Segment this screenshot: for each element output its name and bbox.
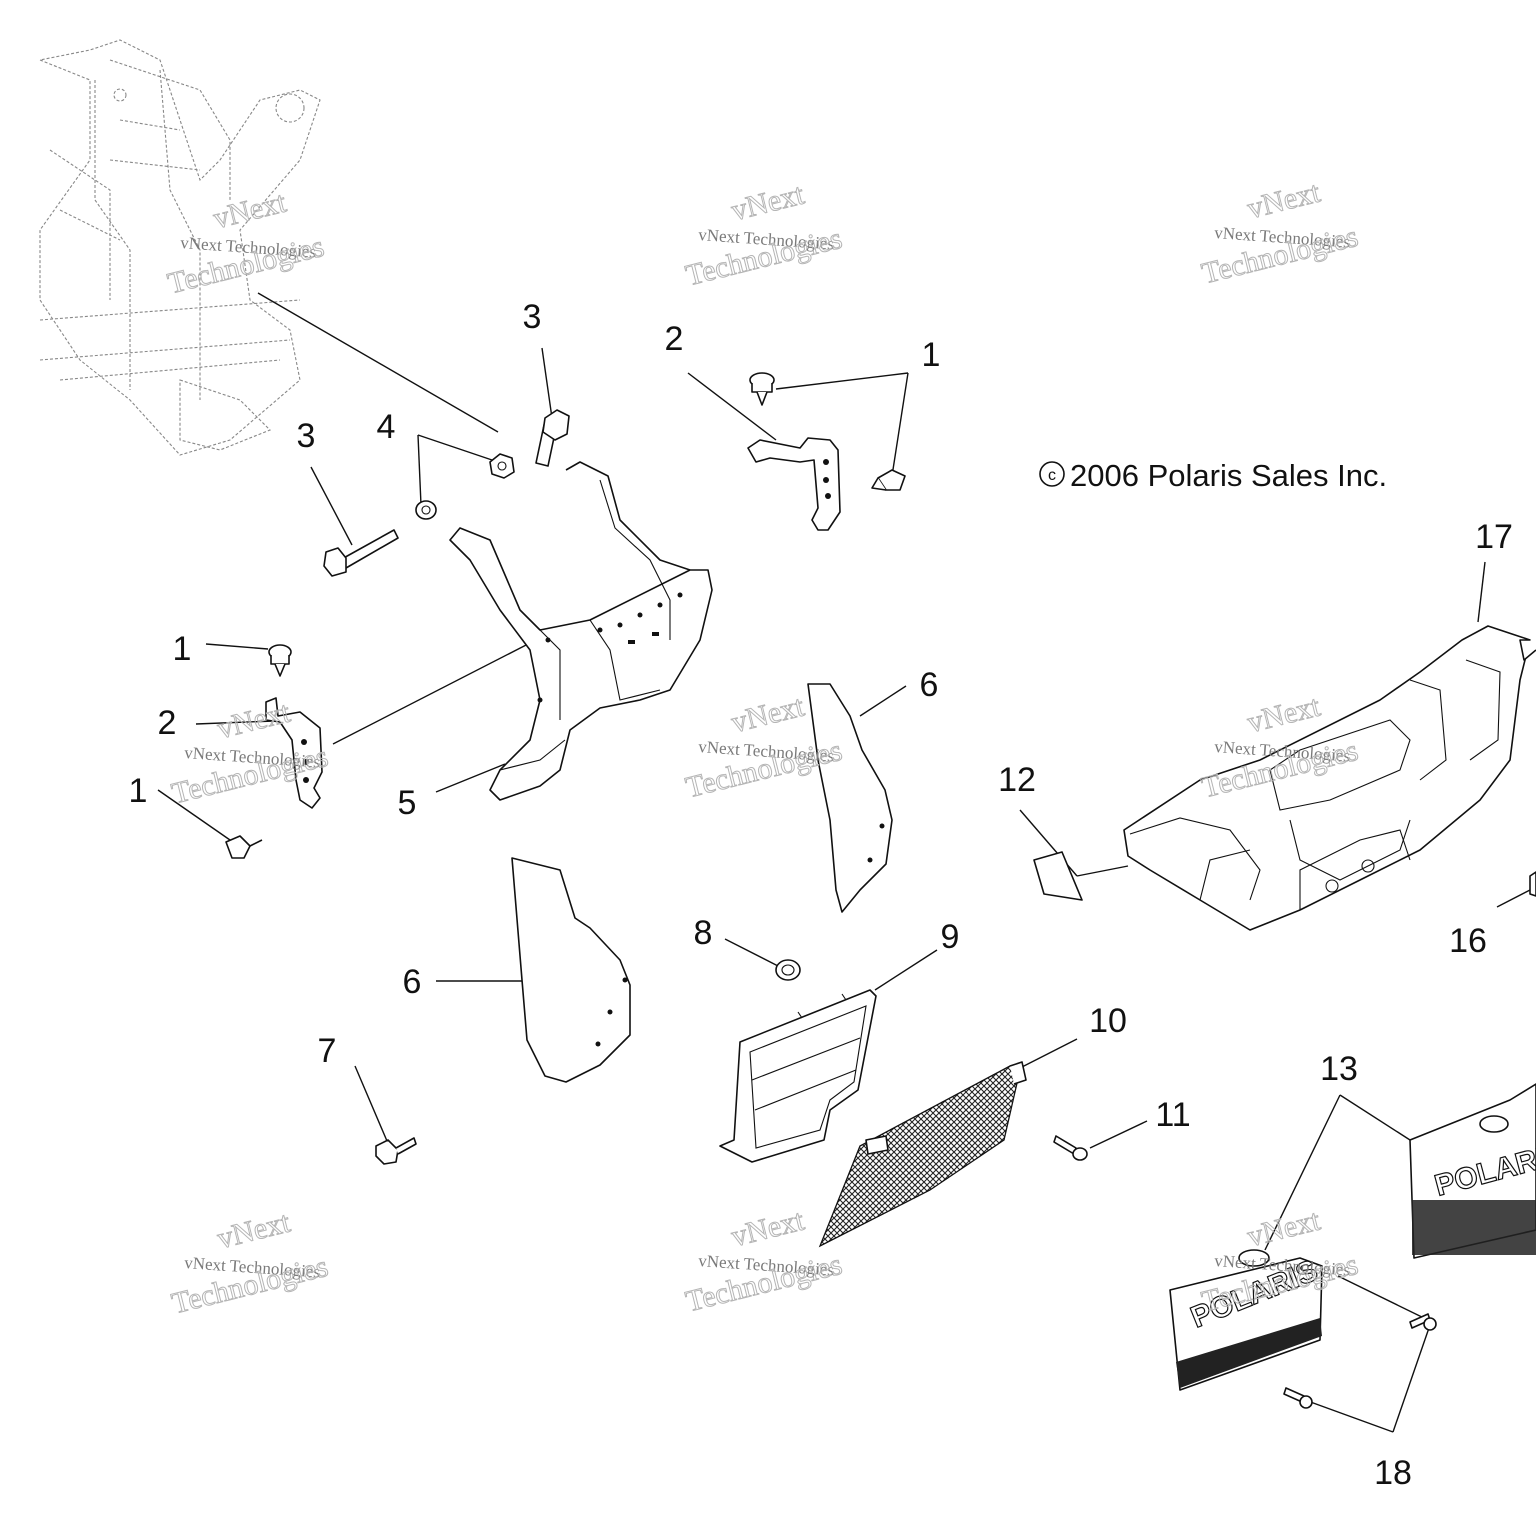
bolt-part-3b — [323, 529, 399, 577]
washer-part-4 — [415, 500, 437, 520]
front-panel-part-13-right: POLARIS — [1409, 1083, 1536, 1259]
callout-6-left: 6 — [403, 963, 422, 1001]
side-panel-part-6-left — [511, 857, 631, 1083]
grommet-part-8 — [775, 959, 801, 981]
callout-5: 5 — [398, 784, 417, 822]
side-panel-part-6-right — [807, 683, 893, 913]
callout-2-top: 2 — [665, 320, 684, 358]
watermark-2: vNext Technologies vNext Technologies — [682, 177, 846, 293]
callout-1-left-upper: 1 — [173, 630, 192, 668]
callout-6-right: 6 — [920, 666, 939, 704]
leader-lines — [157, 292, 1531, 1433]
front-bumper-support-part-5 — [449, 461, 713, 801]
vehicle-frame-reference — [38, 39, 321, 456]
push-rivet-part-1c — [268, 644, 292, 677]
svg-text:vNext: vNext — [728, 689, 808, 739]
decal-part-12 — [1033, 851, 1083, 901]
callout-16: 16 — [1449, 922, 1487, 960]
front-bumper-part-17 — [1123, 625, 1536, 931]
callout-8: 8 — [694, 914, 713, 952]
callout-17: 17 — [1475, 518, 1513, 556]
svg-text:vNext: vNext — [1244, 1203, 1324, 1253]
push-rivet-part-1d — [225, 835, 263, 859]
copyright-text: 2006 Polaris Sales Inc. — [1070, 458, 1387, 493]
callout-4: 4 — [377, 408, 396, 446]
copyright-notice: c 2006 Polaris Sales Inc. — [1039, 458, 1387, 493]
callout-2-left: 2 — [158, 704, 177, 742]
fastener-part-16 — [1529, 871, 1536, 897]
callout-12: 12 — [998, 761, 1036, 799]
callout-labels: 3 2 1 3 4 17 1 6 2 12 1 5 8 9 16 6 10 7 … — [129, 298, 1513, 1492]
push-rivet-part-1b — [871, 469, 906, 491]
callout-3-top: 3 — [523, 298, 542, 336]
svg-text:vNext: vNext — [214, 1205, 294, 1255]
svg-text:vNext: vNext — [210, 185, 290, 235]
screw-part-18a — [1409, 1313, 1437, 1331]
watermark-1: vNext Technologies vNext Technologies — [164, 185, 328, 301]
callout-9: 9 — [941, 918, 960, 956]
callout-3-left: 3 — [297, 417, 316, 455]
push-rivet-part-1 — [749, 372, 775, 406]
nut-part-4 — [489, 453, 515, 479]
mounting-bracket-part-2 — [747, 437, 841, 531]
svg-text:vNext: vNext — [728, 177, 808, 227]
callout-1-left-lower: 1 — [129, 772, 148, 810]
callout-13: 13 — [1320, 1050, 1358, 1088]
svg-text:vNext: vNext — [1244, 175, 1324, 225]
watermark-7: vNext Technologies vNext Technologies — [168, 1205, 332, 1321]
watermark-3: vNext Technologies vNext Technologies — [1198, 175, 1362, 291]
svg-text:vNext: vNext — [1244, 689, 1324, 739]
mesh-screen-part-10 — [818, 1061, 1027, 1248]
copyright-symbol: c — [1048, 467, 1056, 484]
callout-10: 10 — [1089, 1002, 1127, 1040]
copyright-circle-icon — [1039, 461, 1065, 487]
callout-1-top: 1 — [922, 336, 941, 374]
grille-frame-part-9 — [719, 989, 877, 1163]
screw-part-7 — [375, 1137, 417, 1165]
callout-18: 18 — [1374, 1454, 1412, 1492]
screw-part-18b — [1283, 1387, 1313, 1409]
screw-part-11 — [1053, 1135, 1088, 1161]
svg-text:vNext: vNext — [728, 1203, 808, 1253]
svg-text:vNext: vNext — [214, 695, 294, 745]
bolt-part-3 — [535, 409, 570, 467]
mounting-bracket-part-2b — [265, 697, 323, 809]
callout-7: 7 — [318, 1032, 337, 1070]
watermark-8: vNext Technologies vNext Technologies — [682, 1203, 846, 1319]
callout-11: 11 — [1155, 1096, 1190, 1134]
